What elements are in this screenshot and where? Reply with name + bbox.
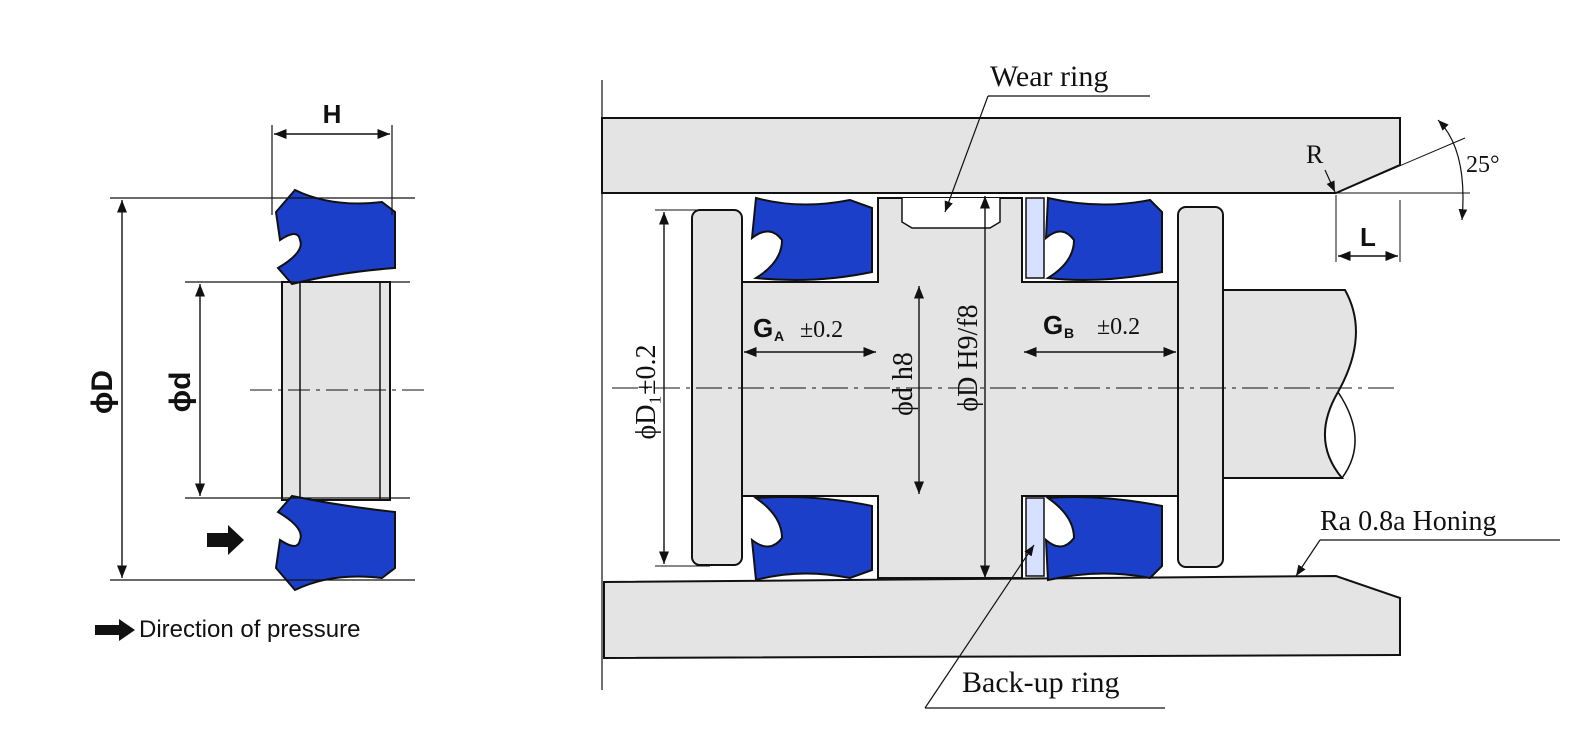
label-d-h8: ϕd h8 bbox=[888, 352, 919, 416]
label-gb-tol: ±0.2 bbox=[1097, 314, 1140, 340]
label-ga: G bbox=[753, 313, 773, 343]
seal-ring-top-right bbox=[1044, 196, 1163, 281]
label-h: H bbox=[323, 99, 342, 129]
label-gb-sub: B bbox=[1064, 325, 1074, 341]
assembly-drawing: ϕD₁±0.2 ϕd h8 ϕD H9/f8 G A ±0.2 G B ±0.2… bbox=[601, 60, 1560, 709]
cylinder-wall-top bbox=[601, 117, 1401, 194]
seal-ring-bottom-left bbox=[750, 496, 873, 582]
backup-ring-top bbox=[1025, 197, 1045, 279]
seal-ring-bottom-right bbox=[1044, 496, 1163, 582]
pressure-arrow-icon bbox=[207, 525, 244, 555]
seal-ring-top-left bbox=[750, 196, 873, 281]
seal-bore-band bbox=[281, 281, 391, 501]
cylinder-wall-bottom bbox=[603, 574, 1401, 660]
label-d1: ϕD₁±0.2 bbox=[631, 344, 662, 439]
label-d-h9-f8: ϕD H9/f8 bbox=[953, 304, 984, 411]
label-gb: G bbox=[1043, 310, 1063, 340]
label-angle: 25° bbox=[1466, 152, 1500, 178]
arrow-right-icon bbox=[95, 619, 135, 641]
seal-cross-section: H ϕD ϕd bbox=[86, 99, 425, 592]
label-r: R bbox=[1306, 140, 1324, 169]
pressure-caption-text: Direction of pressure bbox=[139, 616, 361, 643]
piston-rod bbox=[1217, 289, 1357, 479]
seal-lip-bottom bbox=[274, 494, 396, 592]
label-honing: Ra 0.8a Honing bbox=[1320, 506, 1497, 537]
label-ga-tol: ±0.2 bbox=[800, 317, 843, 343]
seal-lip-top bbox=[274, 188, 396, 286]
label-backup-ring: Back-up ring bbox=[962, 666, 1119, 699]
label-phi-d-inner: ϕd bbox=[164, 372, 197, 413]
label-phi-d-outer: ϕD bbox=[86, 370, 119, 414]
wear-ring-groove bbox=[901, 198, 1001, 229]
backup-ring-bottom bbox=[1025, 497, 1045, 577]
label-wear-ring: Wear ring bbox=[990, 60, 1108, 93]
pressure-caption: Direction of pressure bbox=[95, 610, 360, 650]
end-plate-right bbox=[1177, 206, 1224, 568]
label-l: L bbox=[1360, 222, 1376, 252]
label-ga-sub: A bbox=[774, 328, 784, 344]
